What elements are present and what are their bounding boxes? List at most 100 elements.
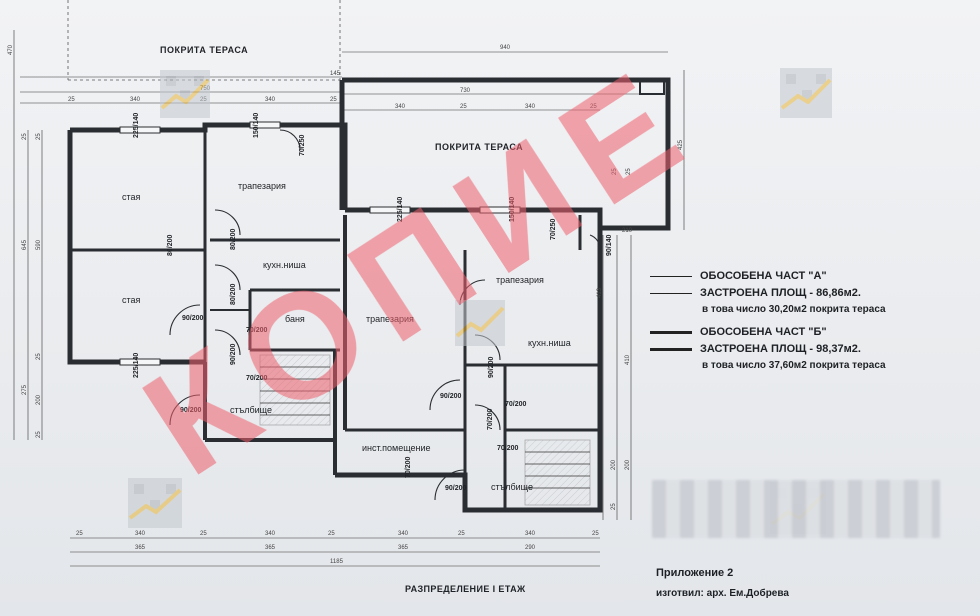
legend-line-a2 (650, 293, 692, 294)
door-label: 70/200 (487, 408, 494, 430)
legend-text: ОБОСОБЕНА ЧАСТ "А" (700, 270, 827, 282)
dim-value: 25 (36, 133, 42, 140)
dim-value: 200 (36, 394, 42, 405)
window-label: 225/140 (133, 113, 140, 138)
dim-value: 340 (265, 97, 276, 103)
room-staya-2: стая (122, 295, 141, 305)
room-kuhnisha-left: кухн.ниша (263, 260, 306, 270)
room-inst: инст.помещение (362, 443, 431, 453)
window-label: 225/140 (397, 197, 404, 222)
dim-value: 340 (525, 531, 536, 537)
legend-part-b-title: ОБОСОБЕНА ЧАСТ "Б" (650, 324, 950, 341)
dim-value: 25 (36, 431, 42, 438)
legend-text: ЗАСТРОЕНА ПЛОЩ - 98,37м2. (700, 343, 861, 355)
dim-value: 25 (36, 353, 42, 360)
appendix-label: Приложение 2 (656, 567, 734, 579)
legend-part-a-note: в това число 30,20м2 покрита тераса (702, 304, 886, 315)
room-banya: баня (285, 314, 305, 324)
door-label: 70/200 (405, 456, 412, 478)
dimension-lines-left (13, 30, 43, 440)
window-label: 150/140 (253, 113, 260, 138)
dim-value: 275 (22, 384, 28, 395)
dim-value: 645 (22, 239, 28, 250)
dim-value: 25 (626, 168, 632, 175)
dim-value: 25 (460, 104, 467, 110)
dim-numbers-bottom: 25 340 25 340 25 340 25 340 25 365 365 3… (76, 531, 599, 565)
dim-value: 25 (612, 168, 618, 175)
window-label: 150/140 (509, 197, 516, 222)
room-kuhnisha-right: кухн.ниша (528, 338, 571, 348)
dim-value: 365 (135, 545, 146, 551)
door-label: 80/200 (167, 234, 174, 256)
door-label: 70/200 (505, 401, 527, 408)
dim-value: 340 (395, 104, 406, 110)
legend-part-a-area: ЗАСТРОЕНА ПЛОЩ - 86,86м2. (650, 285, 950, 302)
dim-value: 410 (625, 354, 631, 365)
door-label: 90/200 (182, 315, 204, 322)
author-label: изготвил: арх. Ем.Добрева (656, 588, 789, 599)
door-label: 90/200 (180, 407, 202, 414)
door-label: 80/200 (230, 283, 237, 305)
dim-value: 340 (398, 531, 409, 537)
dimension-lines-top (20, 51, 668, 111)
dim-value: 940 (500, 45, 511, 51)
walls-part-b (335, 77, 671, 513)
door-label: 70/200 (497, 445, 519, 452)
dim-value: 25 (458, 531, 465, 537)
legend-text: ЗАСТРОЕНА ПЛОЩ - 86,86м2. (700, 287, 861, 299)
dim-value: 340 (265, 531, 276, 537)
door-label: 90/200 (445, 485, 467, 492)
door-label: 70/250 (299, 134, 306, 156)
terrace-center-label: ПОКРИТА ТЕРАСА (435, 142, 523, 152)
door-label: 90/200 (440, 393, 462, 400)
dim-value: 25 (76, 531, 83, 537)
room-stalbishte-left: стълбище (230, 405, 272, 415)
room-trapezaria-mid: трапезария (366, 314, 414, 324)
room-stalbishte-right: стълбище (491, 482, 533, 492)
legend-line-a (650, 276, 692, 277)
door-label: 70/200 (246, 327, 268, 334)
dimension-lines-right (602, 70, 685, 520)
door-label: 70/250 (550, 218, 557, 240)
dim-numbers-right: 425 25 25 210 413 410 200 200 25 (597, 139, 684, 510)
dim-value: 200 (625, 459, 631, 470)
door-label: 80/200 (230, 228, 237, 250)
dim-value-total: 1185 (330, 559, 344, 565)
dim-value: 425 (678, 139, 684, 150)
redacted-block (652, 480, 940, 538)
dim-value: 340 (525, 104, 536, 110)
stairs-left (259, 354, 331, 426)
legend-part-b-note: в това число 37,60м2 покрита тераса (702, 360, 886, 371)
door-label: 70/200 (246, 375, 268, 382)
door-label: 90/140 (606, 234, 613, 256)
dim-value: 25 (611, 503, 617, 510)
room-trapezaria-right: трапезария (496, 275, 544, 285)
door-labels: 90/200 90/200 90/200 70/200 70/200 90/20… (133, 113, 613, 492)
dim-value: 730 (460, 88, 471, 94)
dim-value: 365 (265, 545, 276, 551)
dim-value: 590 (36, 239, 42, 250)
legend-part-b-area: ЗАСТРОЕНА ПЛОЩ - 98,37м2. (650, 341, 950, 358)
dim-numbers-left: 470 25 645 590 25 25 275 200 25 1185 (8, 44, 42, 438)
legend-part-a-title: ОБОСОБЕНА ЧАСТ "А" (650, 268, 950, 285)
window-label: 225/140 (133, 353, 140, 378)
dim-value: 340 (135, 531, 146, 537)
dim-value: 25 (200, 531, 207, 537)
plan-caption: РАЗПРЕДЕЛЕНИЕ I ЕТАЖ (405, 584, 526, 594)
dim-value: 340 (130, 97, 141, 103)
window-marks (119, 121, 521, 366)
dim-value: 25 (592, 531, 599, 537)
dim-value: 290 (525, 545, 536, 551)
dim-value: 210 (622, 228, 633, 234)
dim-value: 25 (590, 104, 597, 110)
legend-line-b2 (650, 348, 692, 351)
dim-value: 25 (330, 97, 337, 103)
dim-value: 145 (330, 71, 341, 77)
door-label: 90/200 (488, 356, 495, 378)
dim-value: 365 (398, 545, 409, 551)
dim-value: 413 (597, 287, 603, 298)
room-trapezaria-left: трапезария (238, 181, 286, 191)
legend-text: ОБОСОБЕНА ЧАСТ "Б" (700, 326, 827, 338)
